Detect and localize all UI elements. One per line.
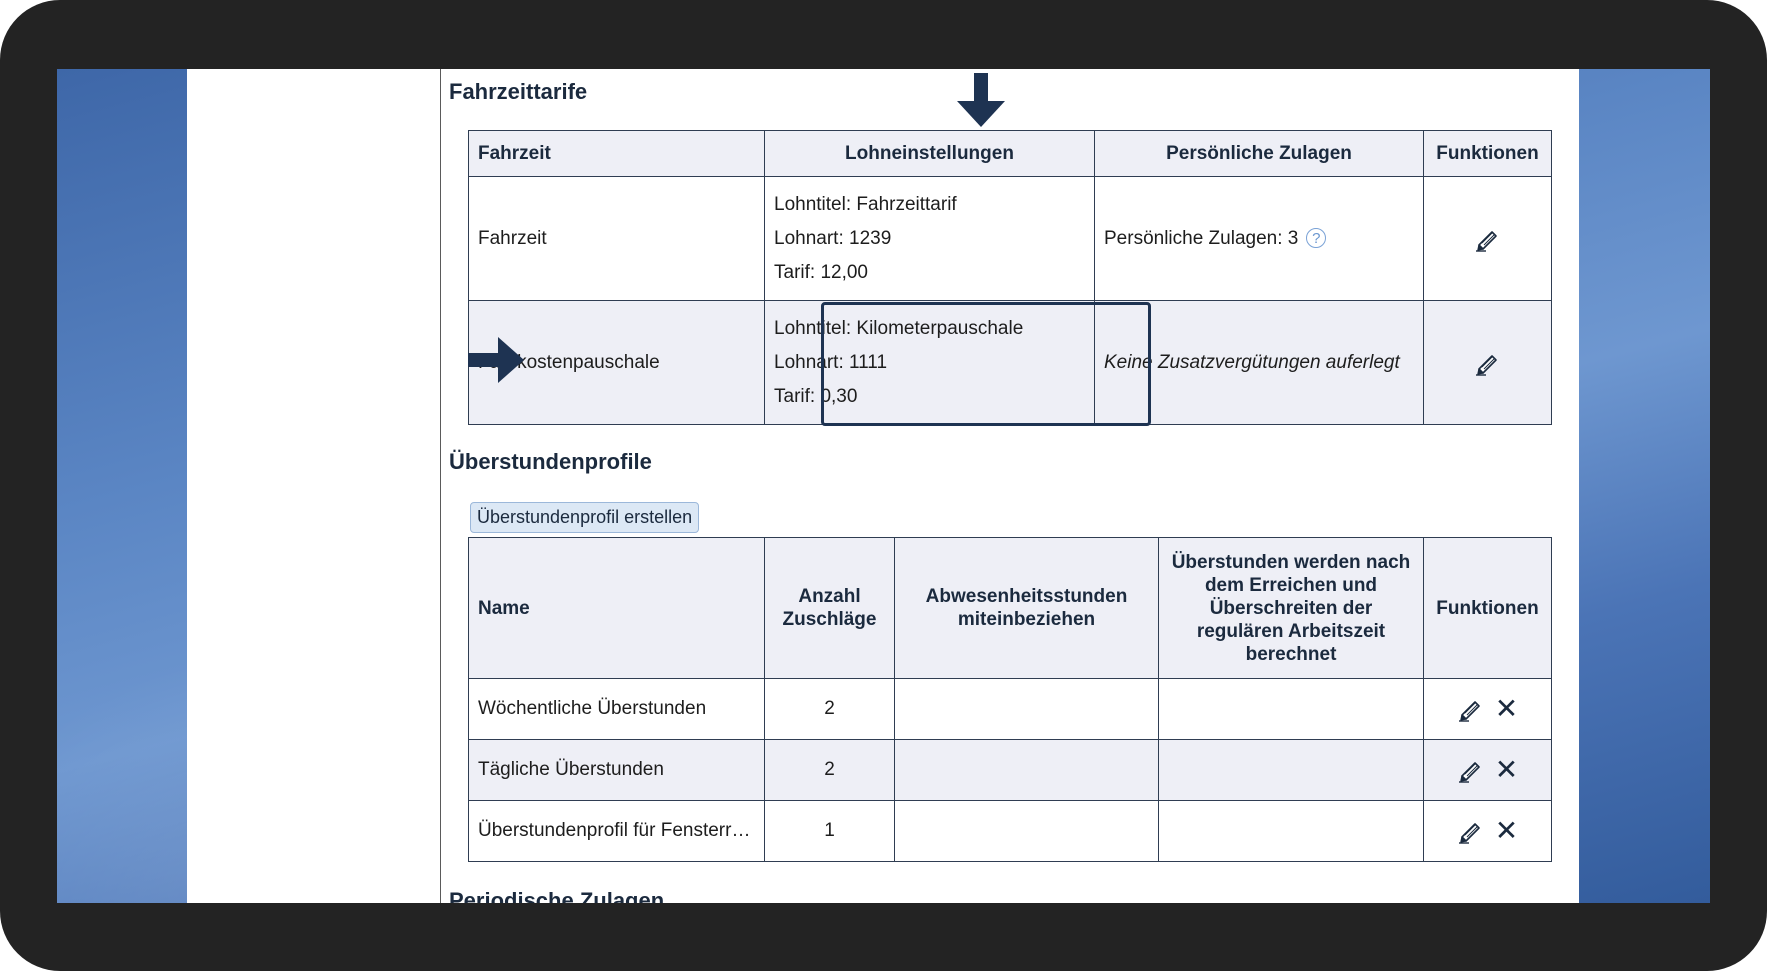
table-row: Tägliche Überstunden 2 ✕: [468, 739, 1552, 801]
arrow-right-icon: [468, 337, 524, 383]
ueberstundenprofile-table: Name Anzahl Zuschläge Abwesenheitsstunde…: [468, 537, 1552, 862]
periodische-zulagen-title: Periodische Zulagen: [449, 888, 665, 903]
column-header: Fahrzeit: [468, 130, 765, 177]
functions-cell: ✕: [1423, 739, 1552, 801]
berechnung-cell: [1158, 800, 1424, 862]
pencil-icon[interactable]: [1474, 349, 1502, 377]
column-header: Funktionen: [1423, 130, 1552, 177]
profile-name: Wöchentliche Überstunden: [468, 678, 765, 740]
desktop-background: Fahrzeittarife Fahrzeit Lohneinstellunge…: [57, 69, 1710, 903]
help-icon[interactable]: ?: [1306, 228, 1327, 249]
lohneinstellungen-cell: Lohntitel: Fahrzeittarif Lohnart: 1239 T…: [764, 176, 1095, 301]
zulagen-text: Persönliche Zulagen: 3: [1104, 227, 1299, 249]
abwesenheit-cell: [894, 800, 1159, 862]
functions-cell: ✕: [1423, 800, 1552, 862]
pencil-icon[interactable]: [1474, 225, 1502, 253]
abwesenheit-cell: [894, 678, 1159, 740]
anzahl-zuschlaege: 2: [764, 739, 895, 801]
profile-name: Überstundenprofil für Fensterr…: [468, 800, 765, 862]
delete-icon[interactable]: ✕: [1494, 693, 1519, 724]
tarif-text: Tarif: 0,30: [774, 385, 858, 407]
column-header: Anzahl Zuschläge: [764, 537, 895, 679]
anzahl-zuschlaege: 1: [764, 800, 895, 862]
fahrzeittarife-table: Fahrzeit Lohneinstellungen Persönliche Z…: [468, 130, 1552, 425]
column-header: Abwesenheitsstunden miteinbeziehen: [894, 537, 1159, 679]
lohntitel-text: Lohntitel: Kilometerpauschale: [774, 317, 1024, 339]
content-page: Fahrzeittarife Fahrzeit Lohneinstellunge…: [187, 69, 1579, 903]
lohnart-text: Lohnart: 1239: [774, 227, 892, 249]
abwesenheit-cell: [894, 739, 1159, 801]
lohntitel-text: Lohntitel: Fahrzeittarif: [774, 193, 957, 215]
table-row: Fahrzeit Lohntitel: Fahrzeittarif Lohnar…: [468, 176, 1552, 301]
berechnung-cell: [1158, 678, 1424, 740]
pencil-icon[interactable]: [1457, 695, 1485, 723]
delete-icon[interactable]: ✕: [1494, 754, 1519, 785]
tarif-text: Tarif: 12,00: [774, 261, 868, 283]
functions-cell: [1423, 300, 1552, 425]
column-header: Überstunden werden nach dem Erreichen un…: [1158, 537, 1424, 679]
functions-cell: ✕: [1423, 678, 1552, 740]
table-header-row: Name Anzahl Zuschläge Abwesenheitsstunde…: [468, 537, 1552, 679]
profile-name: Tägliche Überstunden: [468, 739, 765, 801]
lohnart-text: Lohnart: 1111: [774, 351, 888, 373]
row-name: Fahrzeit: [468, 176, 765, 301]
zulagen-cell: Keine Zusatzvergütungen auferlegt: [1094, 300, 1424, 425]
berechnung-cell: [1158, 739, 1424, 801]
sidebar-divider: [440, 69, 441, 903]
anzahl-zuschlaege: 2: [764, 678, 895, 740]
row-name: Fahrkostenpauschale: [468, 300, 765, 425]
zulagen-text: Keine Zusatzvergütungen auferlegt: [1104, 351, 1400, 373]
pencil-icon[interactable]: [1457, 817, 1485, 845]
create-ueberstundenprofil-button[interactable]: Überstundenprofil erstellen: [470, 502, 700, 533]
functions-cell: [1423, 176, 1552, 301]
ueberstundenprofile-title: Überstundenprofile: [449, 449, 652, 474]
table-header-row: Fahrzeit Lohneinstellungen Persönliche Z…: [468, 130, 1552, 177]
table-row: Wöchentliche Überstunden 2 ✕: [468, 678, 1552, 740]
column-header: Funktionen: [1423, 537, 1552, 679]
lohneinstellungen-cell: Lohntitel: Kilometerpauschale Lohnart: 1…: [764, 300, 1095, 425]
delete-icon[interactable]: ✕: [1494, 815, 1519, 846]
column-header: Name: [468, 537, 765, 679]
column-header: Lohneinstellungen: [764, 130, 1095, 177]
zulagen-cell: Persönliche Zulagen: 3?: [1094, 176, 1424, 301]
table-row: Überstundenprofil für Fensterr… 1 ✕: [468, 800, 1552, 862]
table-row: Fahrkostenpauschale Lohntitel: Kilometer…: [468, 300, 1552, 425]
column-header: Persönliche Zulagen: [1094, 130, 1424, 177]
fahrzeittarife-title: Fahrzeittarife: [449, 79, 588, 104]
pencil-icon[interactable]: [1457, 756, 1485, 784]
arrow-down-icon: [957, 73, 1005, 127]
